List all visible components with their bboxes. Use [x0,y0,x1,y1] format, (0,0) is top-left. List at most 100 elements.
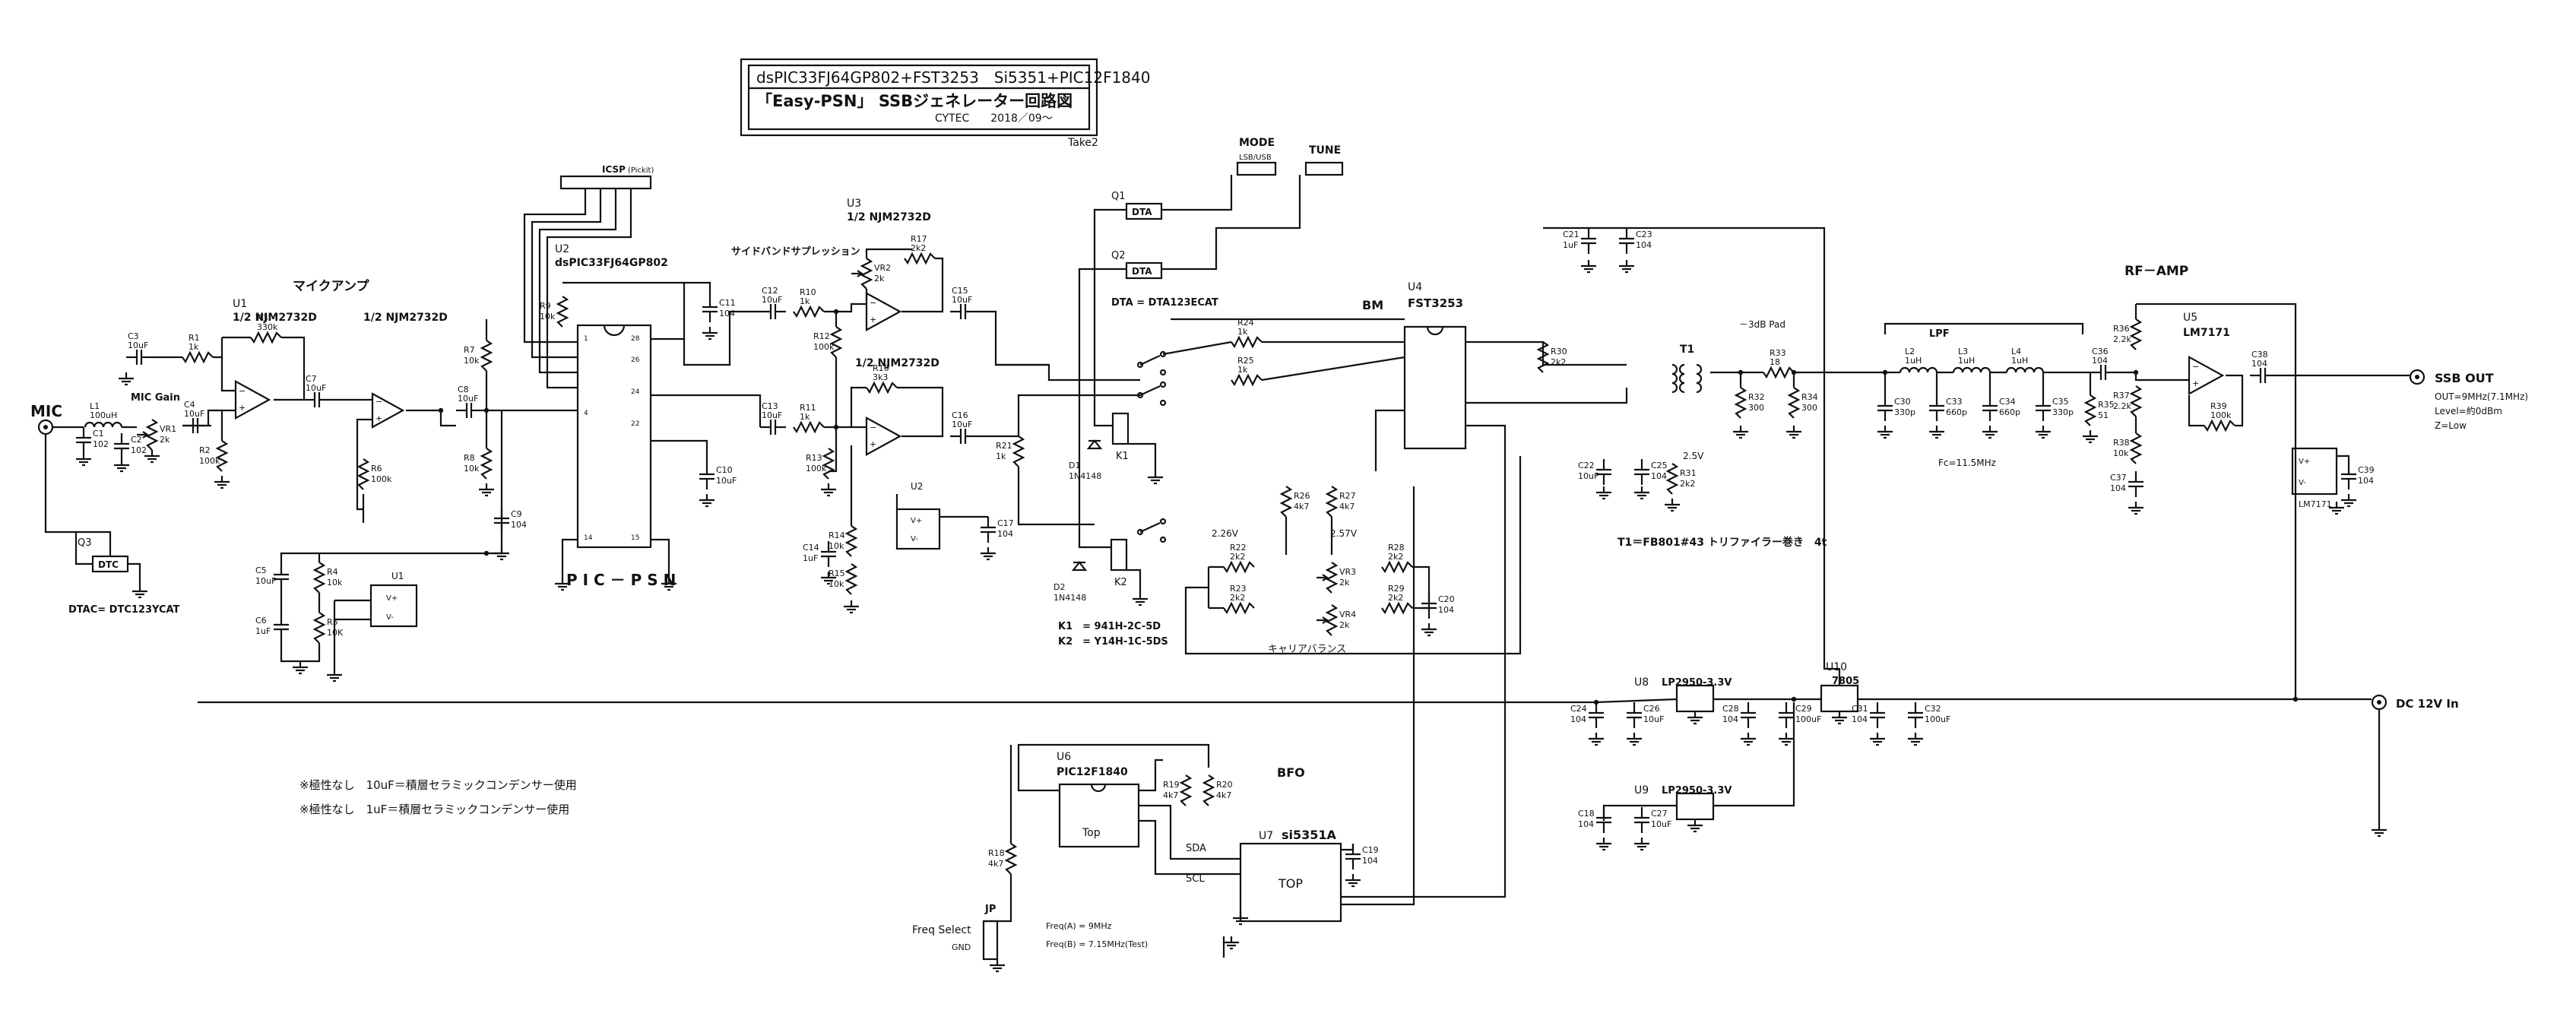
capacitor-ref: C16 [952,410,968,420]
capacitor-value: 10uF [1651,819,1671,829]
u5-ref: U5 [2183,312,2197,324]
u7-part: si5351A [1282,828,1337,842]
title-line1: dsPIC33FJ64GP802+FST3253 Si5351+PIC12F18… [756,68,1150,87]
resistor-ref: VR2 [874,263,891,273]
resistor-r3 [250,331,282,344]
opamp-symbol: −+ [2188,355,2225,396]
capacitor-c25 [1634,459,1649,485]
resistor-value: 4k7 [988,859,1003,869]
capacitor-c2 [114,433,129,459]
diode-value: 1N4148 [1069,471,1101,481]
resistor-r10 [793,305,825,318]
capacitor-value: 104 [997,529,1013,539]
capacitor-value: 10uF [952,295,972,305]
junction-dot [1593,699,1599,705]
mic-gain-label: MIC Gain [131,392,180,404]
resistor-ref: R12 [813,331,830,341]
inductor-l2 [1899,366,1938,373]
u3b-part: 1/2 NJM2732D [855,357,939,369]
title-take: Take2 [1067,137,1098,149]
inductor-value: 1uH [2011,356,2028,366]
ground-symbol [1786,426,1801,439]
ground-symbol [2341,494,2356,508]
q3-transistor: DTC Q3 [78,537,129,573]
resistor-ref: R27 [1339,491,1356,501]
resistor-r39 [2204,419,2235,432]
capacitor-value: 104 [1636,240,1652,250]
ground-symbol [293,661,308,675]
capacitor-value: 10uF [762,295,782,305]
svg-text:DTA: DTA [1132,207,1152,217]
resistor-ref: R15 [829,569,845,578]
svg-text:−: − [375,397,382,407]
capacitor-ref: C20 [1438,594,1455,604]
resistor-value: 100k [806,464,827,473]
dc-in-connector: DC 12V In [2371,694,2459,711]
capacitor-ref: C27 [1651,809,1668,819]
resistor-value: 330k [257,322,278,332]
resistor-ref: R13 [806,453,822,463]
resistor-r9 [556,296,569,328]
k1-note: K1 = 941H-2C-5D [1058,621,1161,632]
capacitor-c18 [1596,807,1611,833]
resistor-value: 4k7 [1339,502,1355,512]
k2-ref: K2 [1114,577,1127,588]
svg-text:26: 26 [631,356,640,364]
resistor-value: 2.2k [2113,334,2131,344]
resistor-r6 [356,458,370,490]
svg-text:+: + [870,439,876,449]
resistor-value: 4k7 [1216,790,1231,800]
diode-d1 [1086,439,1103,450]
jp-label: JP [984,904,996,915]
diode-ref: D1 [1069,461,1080,470]
resistor-value: 2.2k [2113,401,2131,411]
capacitor-c24 [1589,702,1604,728]
capacitor-value: 10uF [1643,714,1664,724]
u8-part: LP2950-3.3V [1662,677,1732,689]
u3-ref: U3 [847,198,861,210]
svg-text:−: − [2192,362,2199,372]
dc-in-label: DC 12V In [2396,697,2459,711]
t1-ref: T1 [1680,344,1694,356]
net-2v57: 2.57V [1330,528,1358,539]
ssb-out-note2: Level=約0dBm [2435,405,2502,416]
resistor-value: 10k [829,541,844,551]
relay-contact [1139,522,1161,533]
resistor-value: 1k [800,412,810,422]
u9-ref: U9 [1634,784,1649,797]
svg-text:V-: V- [2299,479,2306,487]
capacitor-ref: C28 [1722,704,1739,714]
svg-text:−: − [239,386,246,396]
resistor-ref: VR3 [1339,567,1356,577]
carrier-balance-label: キャリアバランス [1268,644,1346,655]
ground-symbol [1233,912,1248,926]
u6-pic12f-body: Top [1058,783,1140,848]
capacitor-value: 104 [719,309,735,318]
ground-symbol [1908,733,1923,746]
lpf-bracket [1884,322,2084,334]
capacitor-value: 10uF [128,340,148,350]
ground-symbol [1687,819,1703,833]
capacitor-value: 1uF [1563,240,1578,250]
ground-symbol [1929,426,1944,439]
ground-symbol [1581,260,1596,274]
resistor-r8 [480,448,493,480]
q1-transistor: DTA Q1 [1111,191,1163,220]
mode-header: MODE LSB/USB [1236,137,1277,176]
resistor-r26 [1279,486,1293,518]
resistor-value: 10k [2113,448,2129,458]
capacitor-ref: C3 [128,331,139,341]
capacitor-c6 [274,614,289,640]
ground-symbol [990,959,1005,973]
resistor-value: 2k [874,274,885,283]
inductor-l1 [84,421,123,428]
ground-symbol [1733,426,1748,439]
u1-power-ref: U1 [391,571,404,581]
opamp-symbol: −+ [865,416,902,457]
capacitor-value: 104 [1438,605,1454,615]
pot-wiper [1317,616,1329,624]
junction-dot [1738,369,1744,375]
t1-note: T1＝FB801#43 トリファイラー巻き 4t [1618,536,1827,549]
resistor-ref: R28 [1388,543,1405,553]
resistor-ref: R38 [2113,438,2130,448]
